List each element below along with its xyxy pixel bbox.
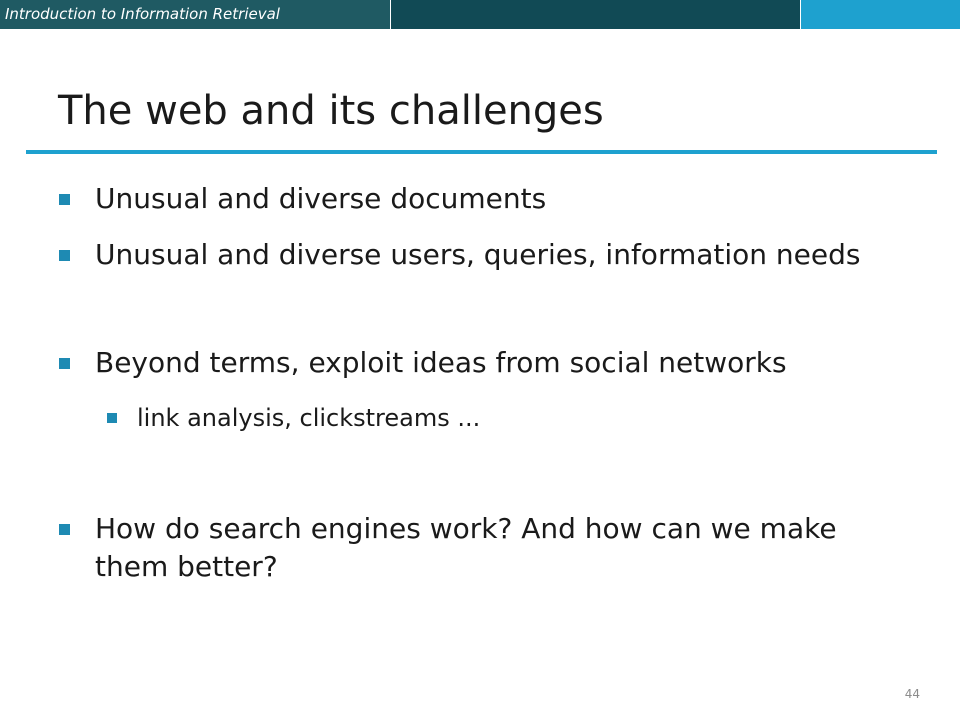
- bullet-text: link analysis, clickstreams ...: [137, 404, 481, 432]
- title-underline: [26, 150, 937, 154]
- page-number: 44: [904, 687, 920, 701]
- slide-title: The web and its challenges: [58, 88, 604, 134]
- bullet-item: Unusual and diverse documents: [59, 180, 895, 218]
- bullet-text: How do search engines work? And how can …: [95, 512, 837, 583]
- bullet-text: Beyond terms, exploit ideas from social …: [95, 346, 787, 379]
- header-bar-right-segment: [801, 0, 960, 29]
- square-bullet-icon: [59, 524, 70, 535]
- header-bar-left-segment: [0, 0, 390, 29]
- square-bullet-icon: [107, 413, 117, 423]
- bullet-text: Unusual and diverse users, queries, info…: [95, 238, 861, 271]
- sub-bullet-item: link analysis, clickstreams ...: [107, 402, 897, 434]
- square-bullet-icon: [59, 250, 70, 261]
- bullet-item: Unusual and diverse users, queries, info…: [59, 236, 895, 274]
- bullet-item: How do search engines work? And how can …: [59, 510, 895, 586]
- square-bullet-icon: [59, 194, 70, 205]
- course-title: Introduction to Information Retrieval: [5, 5, 280, 23]
- square-bullet-icon: [59, 358, 70, 369]
- header-bar: Introduction to Information Retrieval: [0, 0, 960, 29]
- header-bar-middle-segment: [391, 0, 800, 29]
- bullet-text: Unusual and diverse documents: [95, 182, 547, 215]
- bullet-item: Beyond terms, exploit ideas from social …: [59, 344, 895, 382]
